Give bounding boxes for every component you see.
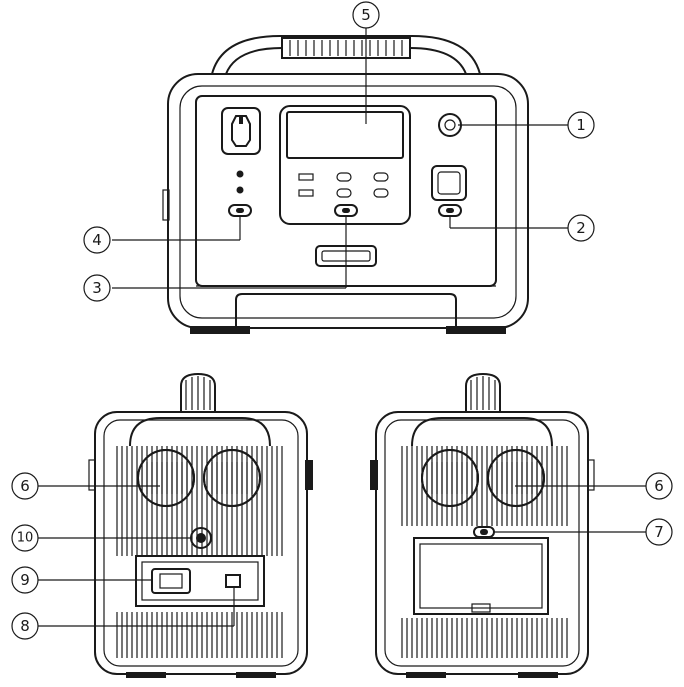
callout-10: 10 bbox=[11, 524, 39, 552]
callout-7: 7 bbox=[645, 518, 673, 546]
ac-input-panel bbox=[135, 555, 265, 607]
callout-label: 2 bbox=[576, 219, 586, 237]
lcd-screen bbox=[286, 111, 404, 159]
callout-8: 8 bbox=[11, 612, 39, 640]
callout-2: 2 bbox=[567, 214, 595, 242]
ac-outlet bbox=[221, 107, 261, 155]
leader-lines bbox=[38, 28, 646, 627]
usb-c-ports bbox=[336, 172, 389, 198]
dc-outlet bbox=[431, 165, 467, 201]
display-module bbox=[279, 105, 411, 225]
front-body bbox=[167, 73, 529, 329]
callout-4: 4 bbox=[83, 226, 111, 254]
battery-cover bbox=[413, 537, 549, 615]
power-button bbox=[438, 113, 462, 137]
side-body-right bbox=[375, 411, 589, 675]
callout-label: 1 bbox=[576, 116, 586, 134]
side-view-right bbox=[370, 372, 595, 678]
callout-5: 5 bbox=[352, 1, 380, 29]
indicator-led-1 bbox=[236, 170, 244, 178]
callout-label: 9 bbox=[20, 571, 30, 589]
callout-label: 4 bbox=[92, 231, 102, 249]
callout-3: 3 bbox=[83, 274, 111, 302]
callout-label: 6 bbox=[20, 477, 30, 495]
callout-1: 1 bbox=[567, 111, 595, 139]
callout-9: 9 bbox=[11, 566, 39, 594]
callout-label: 10 bbox=[17, 531, 34, 546]
front-handle bbox=[211, 35, 481, 75]
usb-a-port-2 bbox=[298, 189, 314, 197]
callout-label: 5 bbox=[361, 6, 371, 24]
callout-6-right: 6 bbox=[645, 472, 673, 500]
front-view bbox=[162, 35, 529, 334]
side-body-left bbox=[94, 411, 308, 675]
indicator-led-2 bbox=[236, 186, 244, 194]
callout-label: 3 bbox=[92, 279, 102, 297]
ac-input-socket bbox=[151, 568, 191, 594]
callout-label: 8 bbox=[20, 617, 30, 635]
callout-label: 7 bbox=[654, 523, 664, 541]
input-switch bbox=[225, 574, 241, 588]
callout-label: 6 bbox=[654, 477, 664, 495]
callout-6-left: 6 bbox=[11, 472, 39, 500]
side-view-left bbox=[88, 372, 313, 678]
usb-a-port-1 bbox=[298, 173, 314, 181]
